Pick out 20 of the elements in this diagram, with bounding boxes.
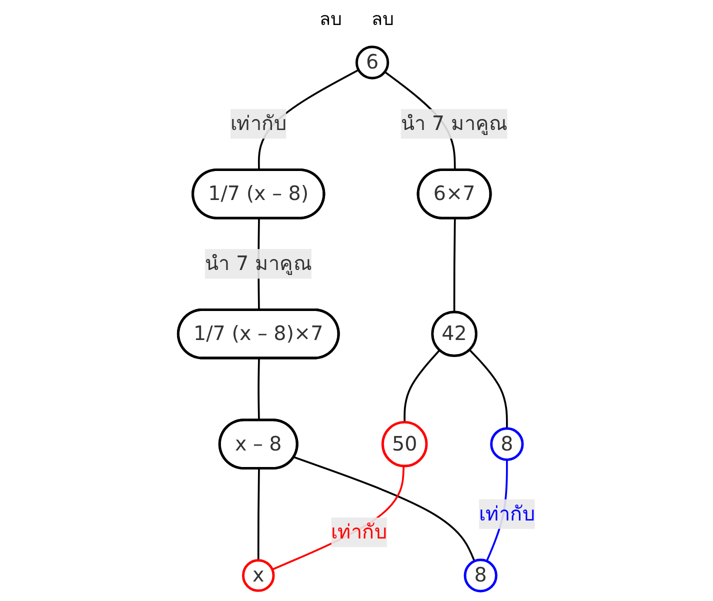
connector bbox=[257, 468, 260, 560]
connector bbox=[404, 350, 440, 422]
connector bbox=[294, 456, 476, 562]
edge-label: เท่ากับ bbox=[331, 520, 387, 544]
node-circle: 8 bbox=[464, 558, 498, 592]
operation-label: ลบ bbox=[320, 8, 342, 32]
edge-label: เท่ากับ bbox=[479, 502, 535, 526]
edge-label: เท่ากับ bbox=[230, 112, 286, 136]
edge-label: นำ 7 มาคูณ bbox=[204, 252, 312, 276]
node-circle: 42 bbox=[431, 310, 478, 357]
node-circle: x bbox=[242, 559, 275, 592]
connector bbox=[453, 218, 456, 312]
node-circle: 50 bbox=[381, 420, 428, 468]
connector bbox=[272, 466, 405, 570]
connector bbox=[468, 349, 508, 428]
connector bbox=[258, 358, 260, 421]
edge-label: นำ 7 มาคูณ bbox=[400, 112, 508, 136]
operation-label: ลบ bbox=[372, 8, 394, 32]
node-circle: 6 bbox=[355, 46, 390, 80]
node-circle: 8 bbox=[490, 427, 524, 461]
